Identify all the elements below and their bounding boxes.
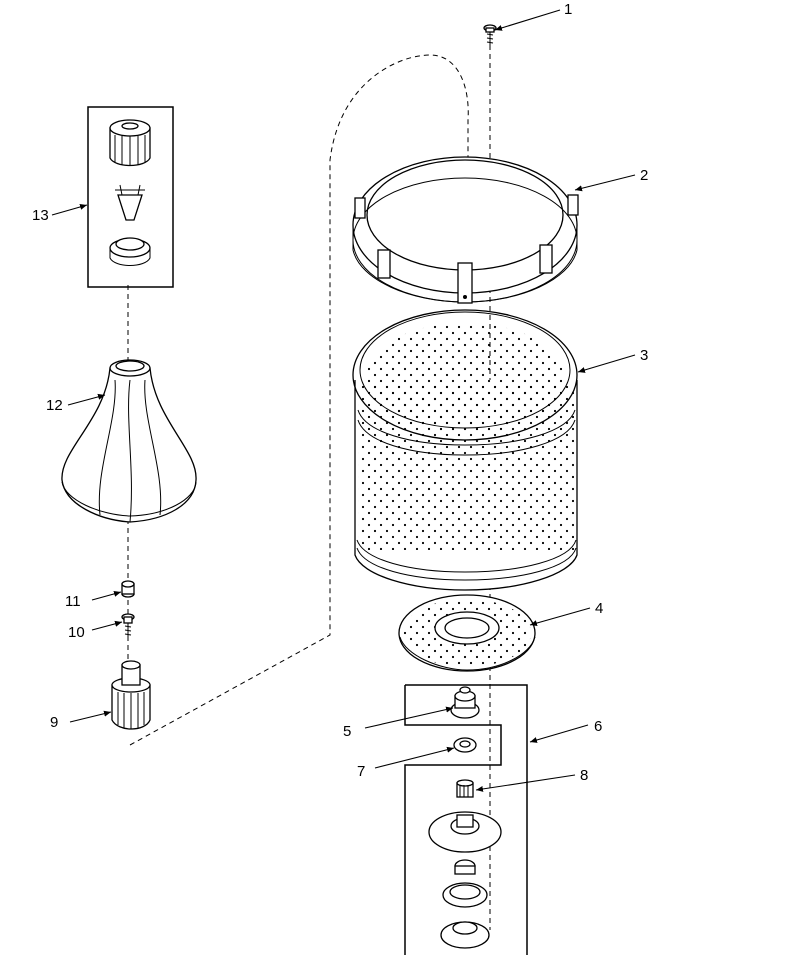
callout-5: 5 xyxy=(343,723,351,740)
hub-nut-icon xyxy=(450,686,480,719)
perforated-basket-icon xyxy=(352,309,578,591)
callout-3: 3 xyxy=(640,347,648,364)
callout-1: 1 xyxy=(564,1,572,18)
leader-line-4 xyxy=(529,607,591,626)
callout-11: 11 xyxy=(65,593,81,610)
leader-line-13 xyxy=(51,204,88,216)
leader-line-11 xyxy=(91,590,122,601)
leader-line-12 xyxy=(67,393,106,406)
screw-icon xyxy=(483,24,497,46)
agitator-bolt-icon xyxy=(121,613,135,636)
leader-line-5 xyxy=(364,706,454,729)
leader-line-9 xyxy=(69,710,112,723)
callout-10: 10 xyxy=(68,624,85,641)
hub-assembly-parts xyxy=(428,811,502,949)
leader-line-10 xyxy=(91,620,123,631)
hub-assembly-kit-bracket xyxy=(404,684,528,955)
basket-base-plate-icon xyxy=(398,594,536,672)
leader-line-2 xyxy=(574,174,636,192)
leader-line-8 xyxy=(475,774,576,792)
callout-6: 6 xyxy=(594,718,602,735)
agitator-icon xyxy=(61,359,197,523)
callout-8: 8 xyxy=(580,767,588,784)
agitator-cap-kit-box xyxy=(87,106,174,288)
callout-2: 2 xyxy=(640,167,648,184)
leader-line-1 xyxy=(494,9,561,31)
callout-12: 12 xyxy=(46,397,63,414)
spline-coupling-icon xyxy=(456,779,474,798)
callout-7: 7 xyxy=(357,763,365,780)
agitator-drive-bell-icon xyxy=(111,660,151,730)
leader-line-6 xyxy=(529,724,589,743)
callout-4: 4 xyxy=(595,600,603,617)
callout-13: 13 xyxy=(32,207,49,224)
washer-icon xyxy=(453,737,477,753)
leader-line-7 xyxy=(374,746,455,769)
balance-ring-icon xyxy=(352,156,579,304)
agitator-cap-kit-icon xyxy=(109,119,151,266)
spacer-icon xyxy=(121,580,135,598)
callout-9: 9 xyxy=(50,714,58,731)
dashed-connector-line xyxy=(129,54,469,746)
leader-line-3 xyxy=(577,354,636,373)
